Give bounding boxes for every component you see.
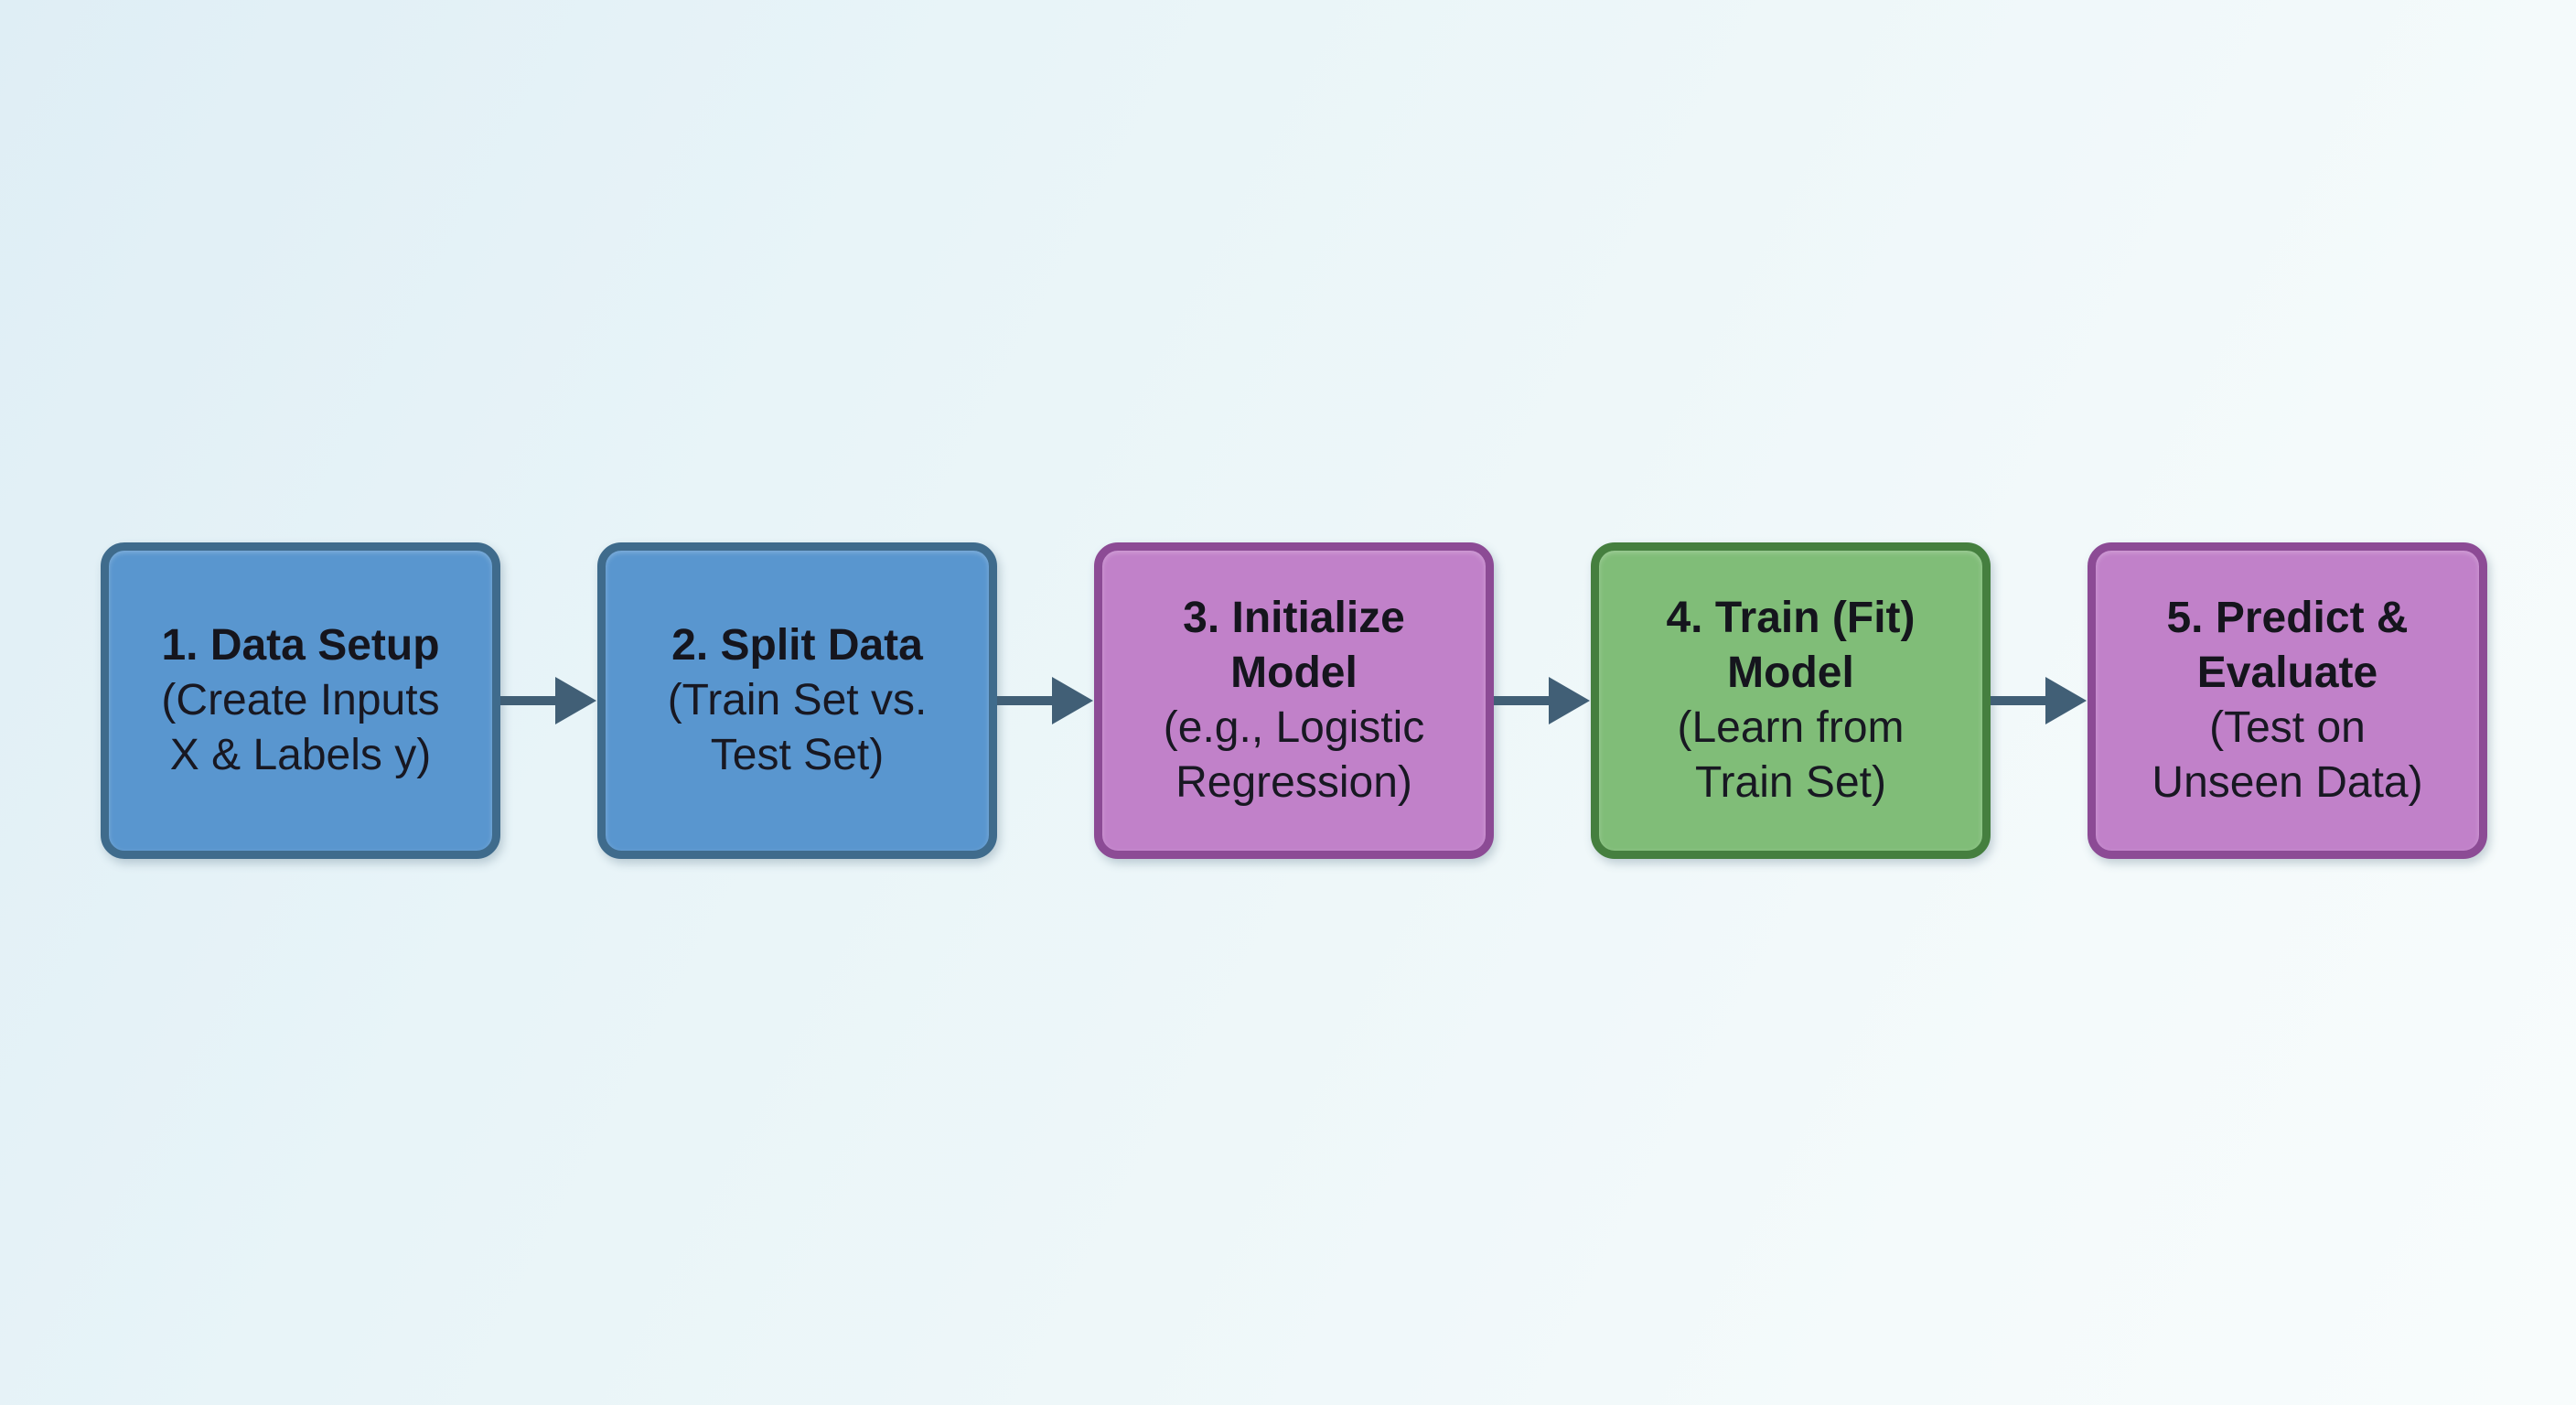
flow-step-predict-evaluate: 5. Predict & Evaluate (Test on Unseen Da…: [2088, 542, 2487, 859]
connector: [997, 542, 1094, 859]
connector: [500, 542, 597, 859]
arrow-right-icon: [1494, 677, 1590, 724]
step-title: 1. Data Setup: [161, 621, 440, 670]
step-title: 3. Initialize Model: [1183, 594, 1405, 697]
flowchart: 1. Data Setup (Create Inputs X & Labels …: [101, 542, 2487, 859]
arrow-right-icon: [1991, 677, 2087, 724]
flow-step-data-setup: 1. Data Setup (Create Inputs X & Labels …: [101, 542, 500, 859]
step-title: 4. Train (Fit) Model: [1666, 594, 1916, 697]
step-title: 2. Split Data: [671, 621, 923, 670]
flow-step-split-data: 2. Split Data (Train Set vs. Test Set): [597, 542, 997, 859]
step-subtitle: (e.g., Logistic Regression): [1163, 703, 1425, 807]
flow-step-train-model: 4. Train (Fit) Model (Learn from Train S…: [1591, 542, 1991, 859]
connector: [1494, 542, 1591, 859]
step-subtitle: (Create Inputs X & Labels y): [161, 676, 440, 779]
step-subtitle: (Train Set vs. Test Set): [667, 676, 928, 779]
step-subtitle: (Test on Unseen Data): [2152, 703, 2423, 807]
connector: [1991, 542, 2088, 859]
arrow-right-icon: [997, 677, 1093, 724]
step-subtitle: (Learn from Train Set): [1677, 703, 1905, 807]
arrow-right-icon: [500, 677, 596, 724]
flow-step-initialize-model: 3. Initialize Model (e.g., Logistic Regr…: [1094, 542, 1494, 859]
step-title: 5. Predict & Evaluate: [2166, 594, 2409, 697]
